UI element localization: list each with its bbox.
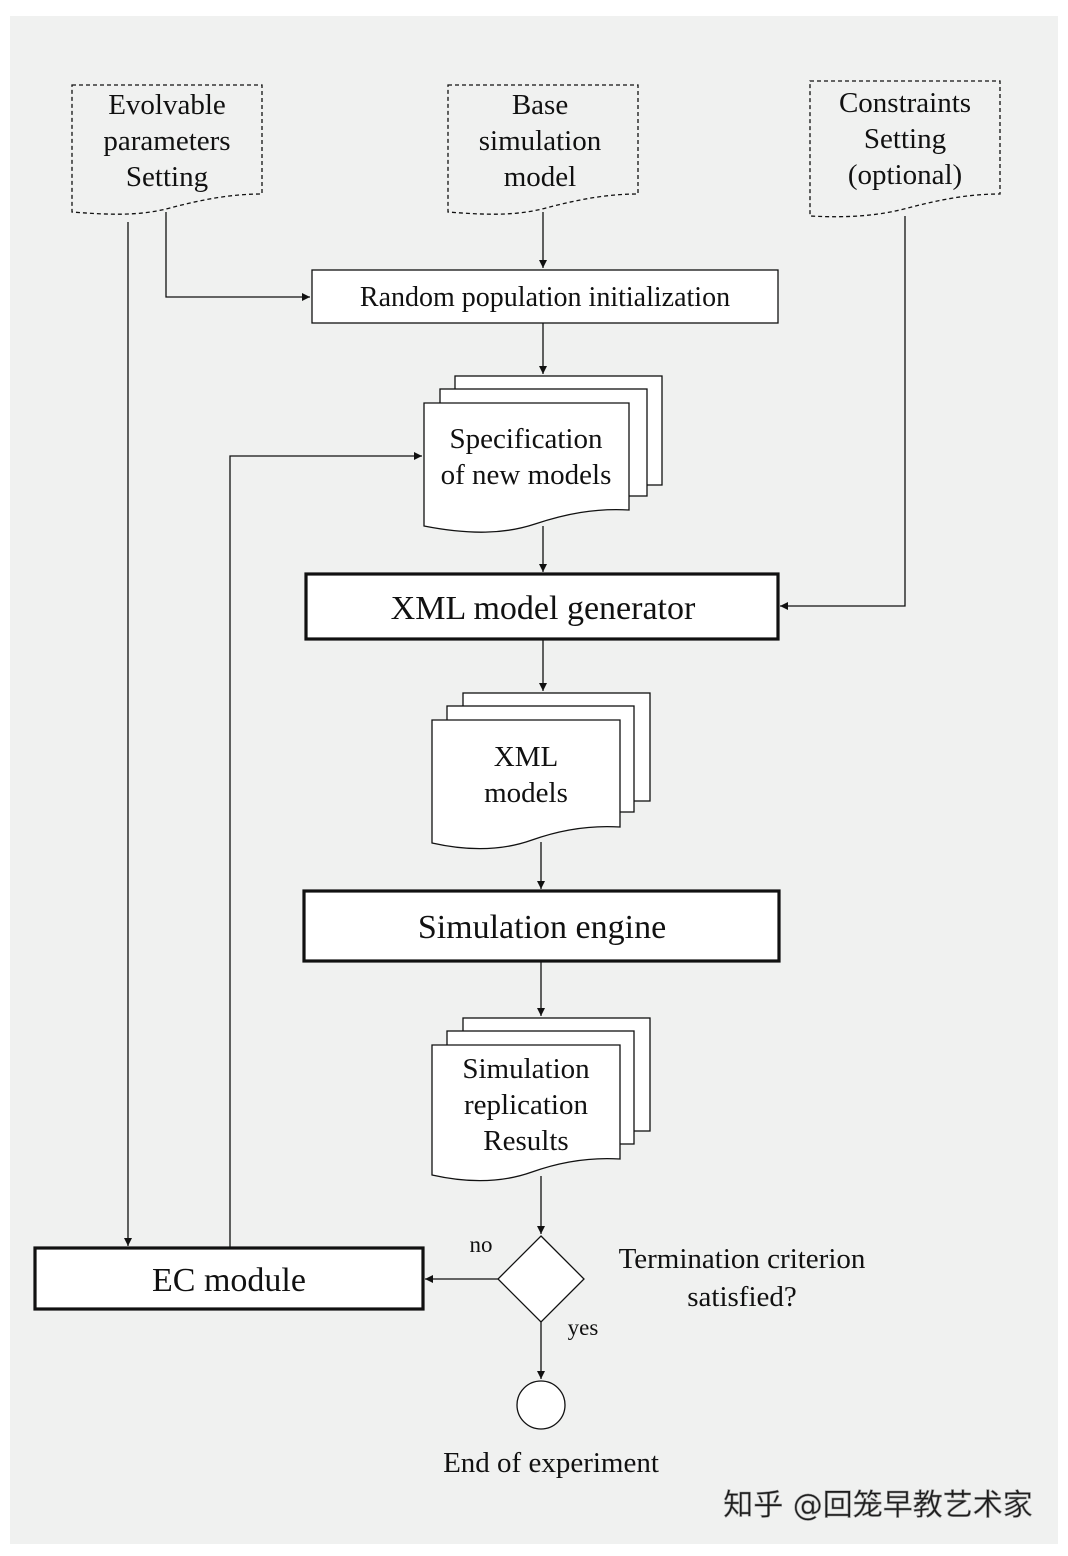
xml-models-document-stack	[431, 692, 651, 850]
xml-model-generator-box	[304, 572, 780, 641]
xml-models-line-1: XML	[494, 741, 558, 773]
specification-line-2: of new models	[441, 459, 612, 491]
evolvable-to-random-init-arrow	[165, 212, 310, 301]
simulation-engine-box	[302, 889, 781, 963]
xml-models-line-2: models	[484, 777, 568, 809]
evolvable-line-2: parameters	[103, 125, 230, 157]
random-population-init-label: Random population initialization	[360, 282, 730, 313]
sim-results-line-1: Simulation	[462, 1053, 590, 1085]
yes-branch-label: yes	[568, 1315, 599, 1340]
specification-line-1: Specification	[449, 423, 603, 455]
end-terminal-circle	[516, 1380, 566, 1430]
base-simulation-model-note	[447, 84, 639, 215]
no-branch-label: no	[470, 1232, 493, 1257]
base-model-line-3: model	[504, 161, 577, 193]
specification-document-stack	[423, 375, 663, 533]
evolvable-line-1: Evolvable	[108, 89, 226, 121]
simulation-engine-label: Simulation engine	[418, 909, 666, 946]
simulation-results-document-stack	[431, 1017, 651, 1182]
evolvable-line-3: Setting	[126, 161, 208, 193]
sim-results-line-2: replication	[464, 1089, 589, 1121]
ec-module-label: EC module	[152, 1262, 306, 1299]
evolvable-parameters-note	[71, 84, 263, 215]
constraints-line-1: Constraints	[839, 87, 971, 119]
termination-question-line-1: Termination criterion	[619, 1243, 866, 1275]
ec-module-feedback-to-specification-arrow	[229, 452, 422, 1248]
constraints-to-generator-arrow	[780, 216, 906, 610]
ec-module-box	[33, 1246, 425, 1311]
base-model-line-1: Base	[512, 89, 568, 121]
constraints-setting-note	[809, 80, 1001, 218]
end-of-experiment-label: End of experiment	[443, 1447, 659, 1479]
termination-question-line-2: satisfied?	[687, 1281, 797, 1313]
watermark-text: 知乎 @回笼早教艺术家	[723, 1488, 1033, 1523]
base-model-line-2: simulation	[479, 125, 602, 157]
constraints-line-2: Setting	[864, 123, 946, 155]
random-population-init-box	[311, 269, 779, 324]
constraints-line-3: (optional)	[848, 159, 962, 191]
sim-results-line-3: Results	[483, 1125, 568, 1157]
xml-model-generator-label: XML model generator	[391, 590, 696, 627]
